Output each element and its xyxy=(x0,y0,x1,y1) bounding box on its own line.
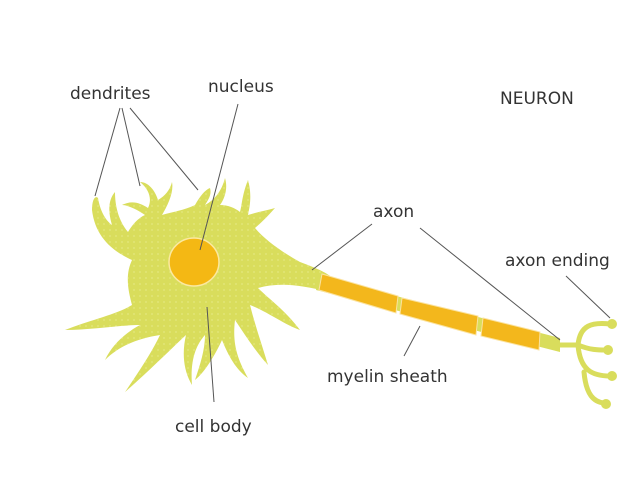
diagram-title: NEURON xyxy=(500,89,574,109)
myelin-segment xyxy=(399,297,479,336)
leader-lines xyxy=(94,103,611,403)
axon-ending-label: axon ending xyxy=(505,251,610,271)
dendrites-label: dendrites xyxy=(70,84,151,104)
myelin-sheath-segments xyxy=(318,273,541,351)
nucleus-label: nucleus xyxy=(208,77,274,97)
cell-body-label: cell body xyxy=(175,417,252,437)
axon-label: axon xyxy=(373,202,415,222)
myelin-segment xyxy=(318,273,399,314)
myelin-segment xyxy=(480,317,541,351)
nucleus-shape xyxy=(168,237,220,287)
myelin-sheath-label: myelin sheath xyxy=(327,367,448,387)
axon-terminal xyxy=(553,319,617,409)
